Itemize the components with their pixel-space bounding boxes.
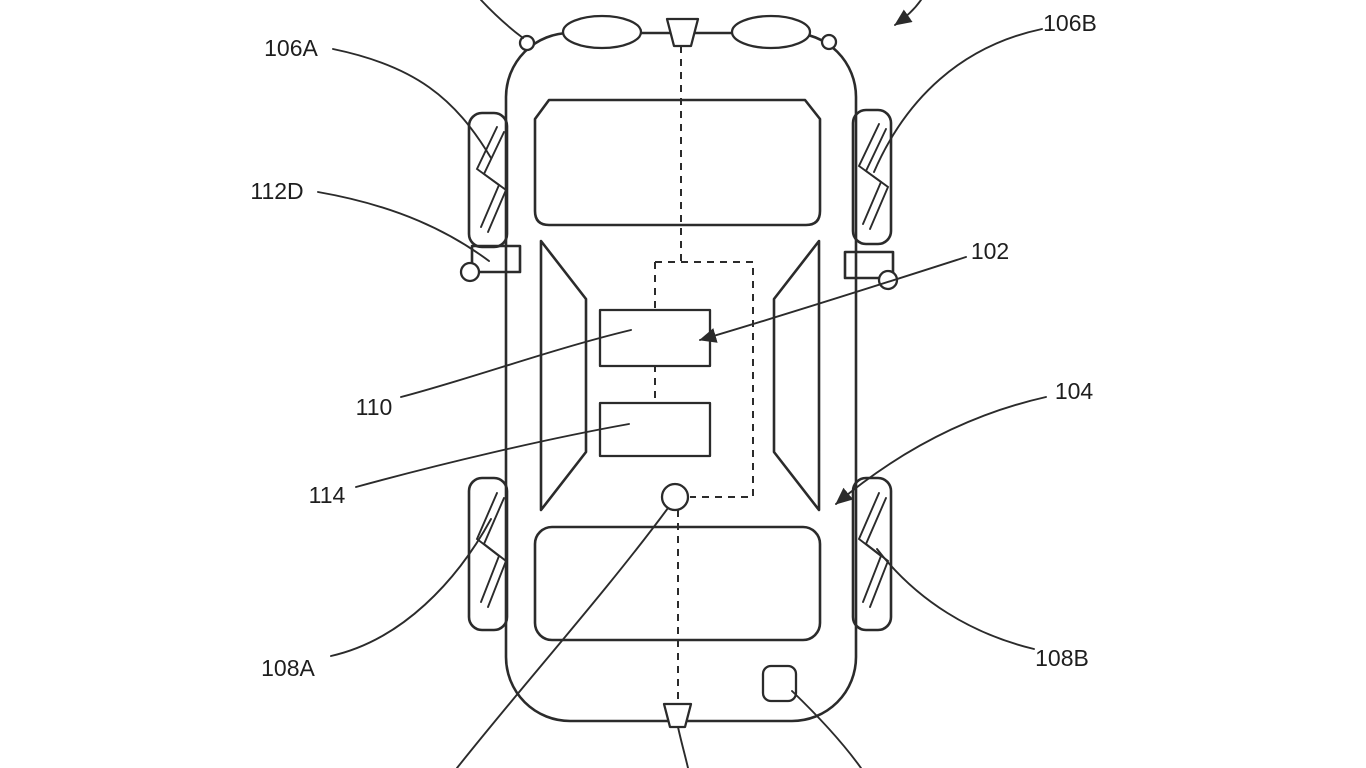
component-square <box>761 664 798 703</box>
label-104: 104 <box>1055 378 1094 404</box>
front-corner-circle-right <box>820 33 838 51</box>
side-mirror-right <box>843 250 895 280</box>
leader-106B <box>873 28 1043 173</box>
leader-102 <box>699 256 967 343</box>
car-body-outline <box>504 31 858 723</box>
leader-100-arrow <box>894 0 922 26</box>
label-106B: 106B <box>1043 10 1097 36</box>
leader-110 <box>400 329 632 398</box>
label-114: 114 <box>309 482 346 508</box>
front-corner-circle-left <box>518 34 536 52</box>
component-box-110 <box>598 308 712 368</box>
door-panel-right <box>772 239 821 512</box>
label-108A: 108A <box>261 655 315 681</box>
door-panel-left <box>539 239 588 512</box>
mirror-knob-left <box>459 261 481 283</box>
wiring-dashed-path <box>654 46 754 703</box>
wheels <box>467 108 893 632</box>
wheel-front-right <box>851 108 893 246</box>
leader-bottom-left <box>456 507 669 768</box>
wheel-tread <box>864 128 890 230</box>
leader-112D <box>317 191 490 262</box>
windshield <box>533 98 822 227</box>
reference-labels: 106A 106B 112D 102 110 104 114 108A 108B <box>250 10 1097 681</box>
leader-106A <box>332 48 492 159</box>
component-circle <box>660 482 690 512</box>
component-box-114 <box>598 401 712 458</box>
label-110: 110 <box>356 394 393 420</box>
leader-114 <box>355 423 630 488</box>
leader-lines <box>317 0 1047 768</box>
leader-top-left <box>480 0 524 39</box>
label-102: 102 <box>971 238 1009 264</box>
leader-104 <box>835 396 1047 505</box>
wheel-tread <box>864 497 890 608</box>
front-ellipse-left <box>561 14 643 50</box>
leader-bottom-center <box>677 726 689 768</box>
front-sensor <box>665 17 700 48</box>
wheel-tread <box>482 497 508 608</box>
wheel-rear-right <box>851 476 893 632</box>
side-mirrors <box>459 244 899 291</box>
label-112D: 112D <box>250 178 303 204</box>
leader-108A <box>330 518 492 657</box>
label-108B: 108B <box>1035 645 1089 671</box>
label-106A: 106A <box>264 35 318 61</box>
wheel-tread <box>482 131 508 233</box>
leader-bottom-right <box>791 690 862 768</box>
side-mirror-left <box>470 244 522 274</box>
front-ellipse-right <box>730 14 812 50</box>
leader-108B <box>876 548 1035 650</box>
rear-sensor <box>662 702 693 729</box>
